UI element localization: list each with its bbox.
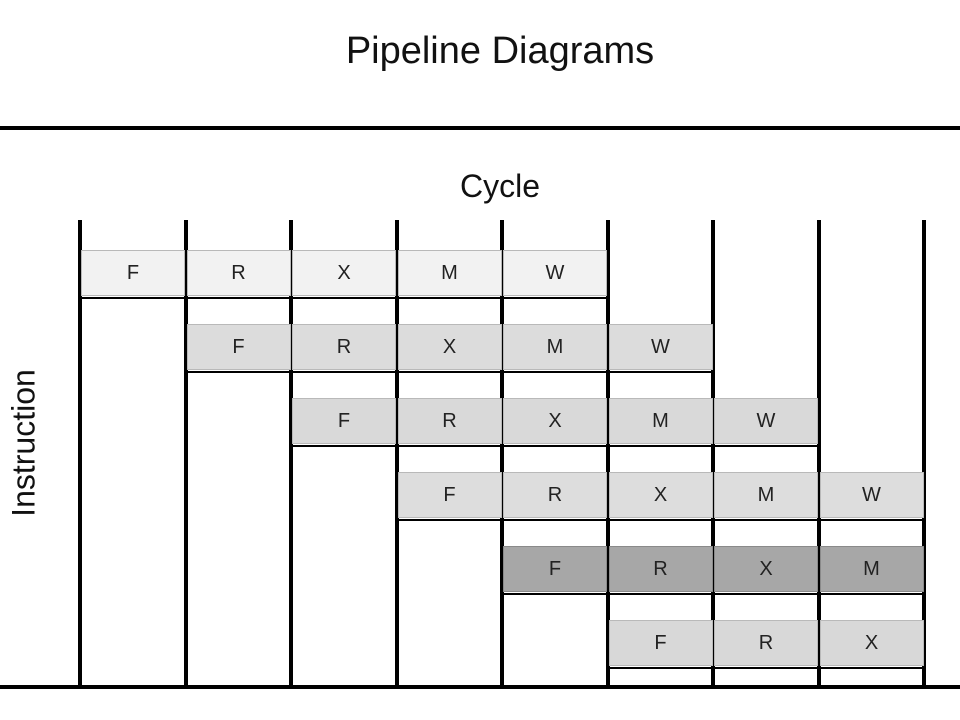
cycle-gridline bbox=[711, 220, 715, 688]
stage-x-cell: X bbox=[608, 472, 713, 518]
page-title: Pipeline Diagrams bbox=[345, 30, 655, 72]
stage-w-cell: W bbox=[608, 324, 713, 370]
stage-m-cell: M bbox=[714, 472, 818, 518]
stage-r-cell: R bbox=[292, 324, 396, 370]
stage-m-cell: M bbox=[503, 324, 607, 370]
cycle-gridline bbox=[500, 220, 504, 688]
cycle-gridline bbox=[289, 220, 293, 688]
cycle-gridline bbox=[183, 220, 188, 688]
instruction-row-underline bbox=[185, 371, 713, 373]
cycle-gridline bbox=[394, 220, 399, 688]
cycle-gridline bbox=[816, 220, 821, 688]
cycle-gridline bbox=[922, 220, 926, 688]
instruction-row-underline bbox=[80, 297, 608, 299]
stage-r-cell: R bbox=[714, 620, 818, 666]
stage-x-cell: X bbox=[714, 546, 818, 592]
instruction-row-underline bbox=[502, 593, 924, 595]
stage-f-cell: F bbox=[81, 250, 185, 296]
stage-r-cell: R bbox=[608, 546, 713, 592]
cycle-axis-label: Cycle bbox=[459, 168, 540, 204]
stage-w-cell: W bbox=[714, 398, 818, 444]
bottom-divider bbox=[0, 685, 960, 689]
stage-m-cell: M bbox=[608, 398, 713, 444]
stage-f-cell: F bbox=[186, 324, 291, 370]
cycle-gridline bbox=[605, 220, 610, 688]
instruction-row-underline bbox=[396, 519, 924, 521]
stage-f-cell: F bbox=[503, 546, 607, 592]
stage-f-cell: F bbox=[292, 398, 396, 444]
title-divider bbox=[0, 126, 960, 130]
stage-r-cell: R bbox=[186, 250, 291, 296]
stage-x-cell: X bbox=[819, 620, 924, 666]
stage-x-cell: X bbox=[503, 398, 607, 444]
instruction-axis-label: Instruction bbox=[5, 369, 42, 517]
stage-w-cell: W bbox=[819, 472, 924, 518]
stage-r-cell: R bbox=[397, 398, 502, 444]
stage-w-cell: W bbox=[503, 250, 607, 296]
stage-m-cell: M bbox=[819, 546, 924, 592]
stage-f-cell: F bbox=[608, 620, 713, 666]
cycle-gridline bbox=[78, 220, 82, 688]
stage-f-cell: F bbox=[397, 472, 502, 518]
instruction-row-underline bbox=[291, 445, 819, 447]
stage-x-cell: X bbox=[397, 324, 502, 370]
stage-r-cell: R bbox=[503, 472, 607, 518]
stage-x-cell: X bbox=[292, 250, 396, 296]
stage-m-cell: M bbox=[397, 250, 502, 296]
instruction-row-underline bbox=[607, 667, 924, 669]
